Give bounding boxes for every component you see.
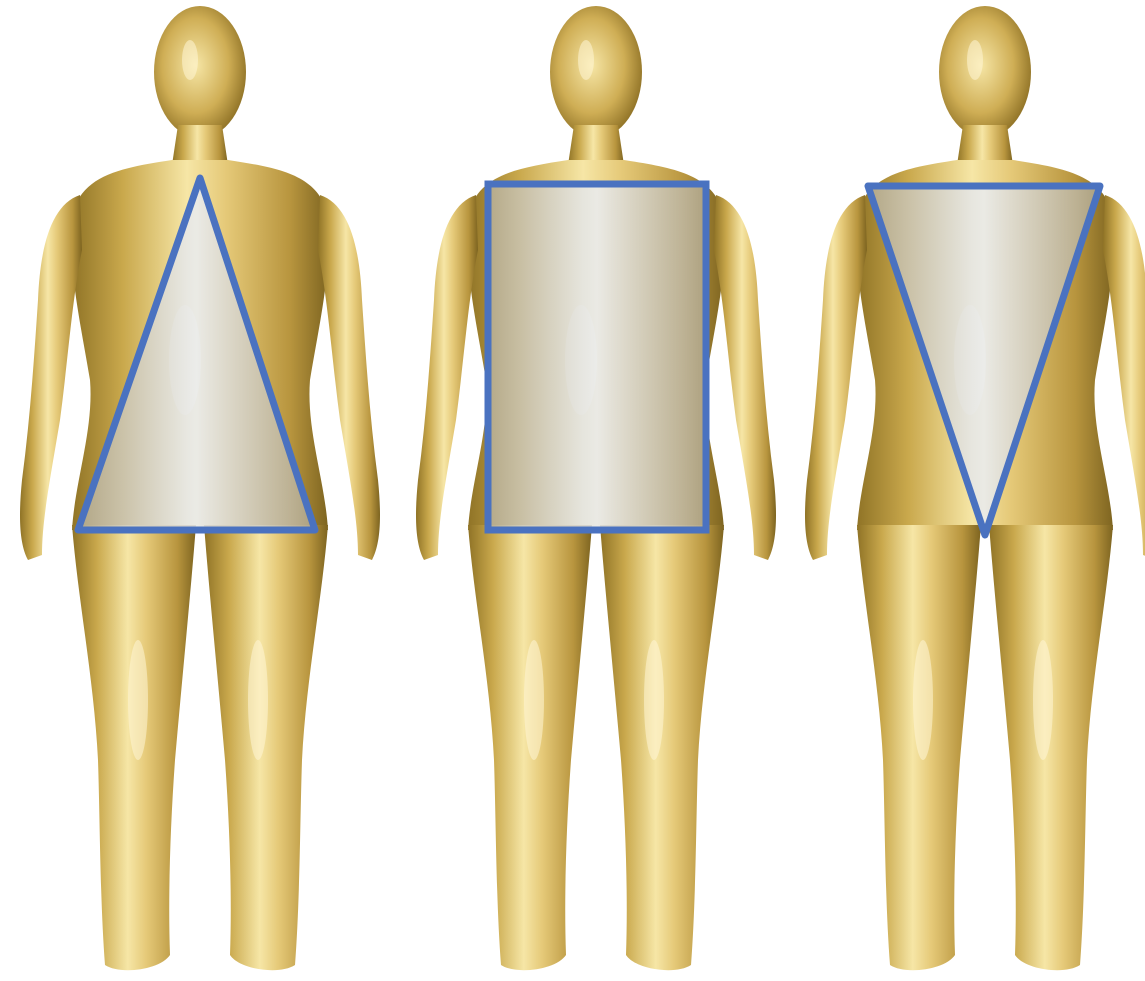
shape-overlay [488, 184, 706, 530]
